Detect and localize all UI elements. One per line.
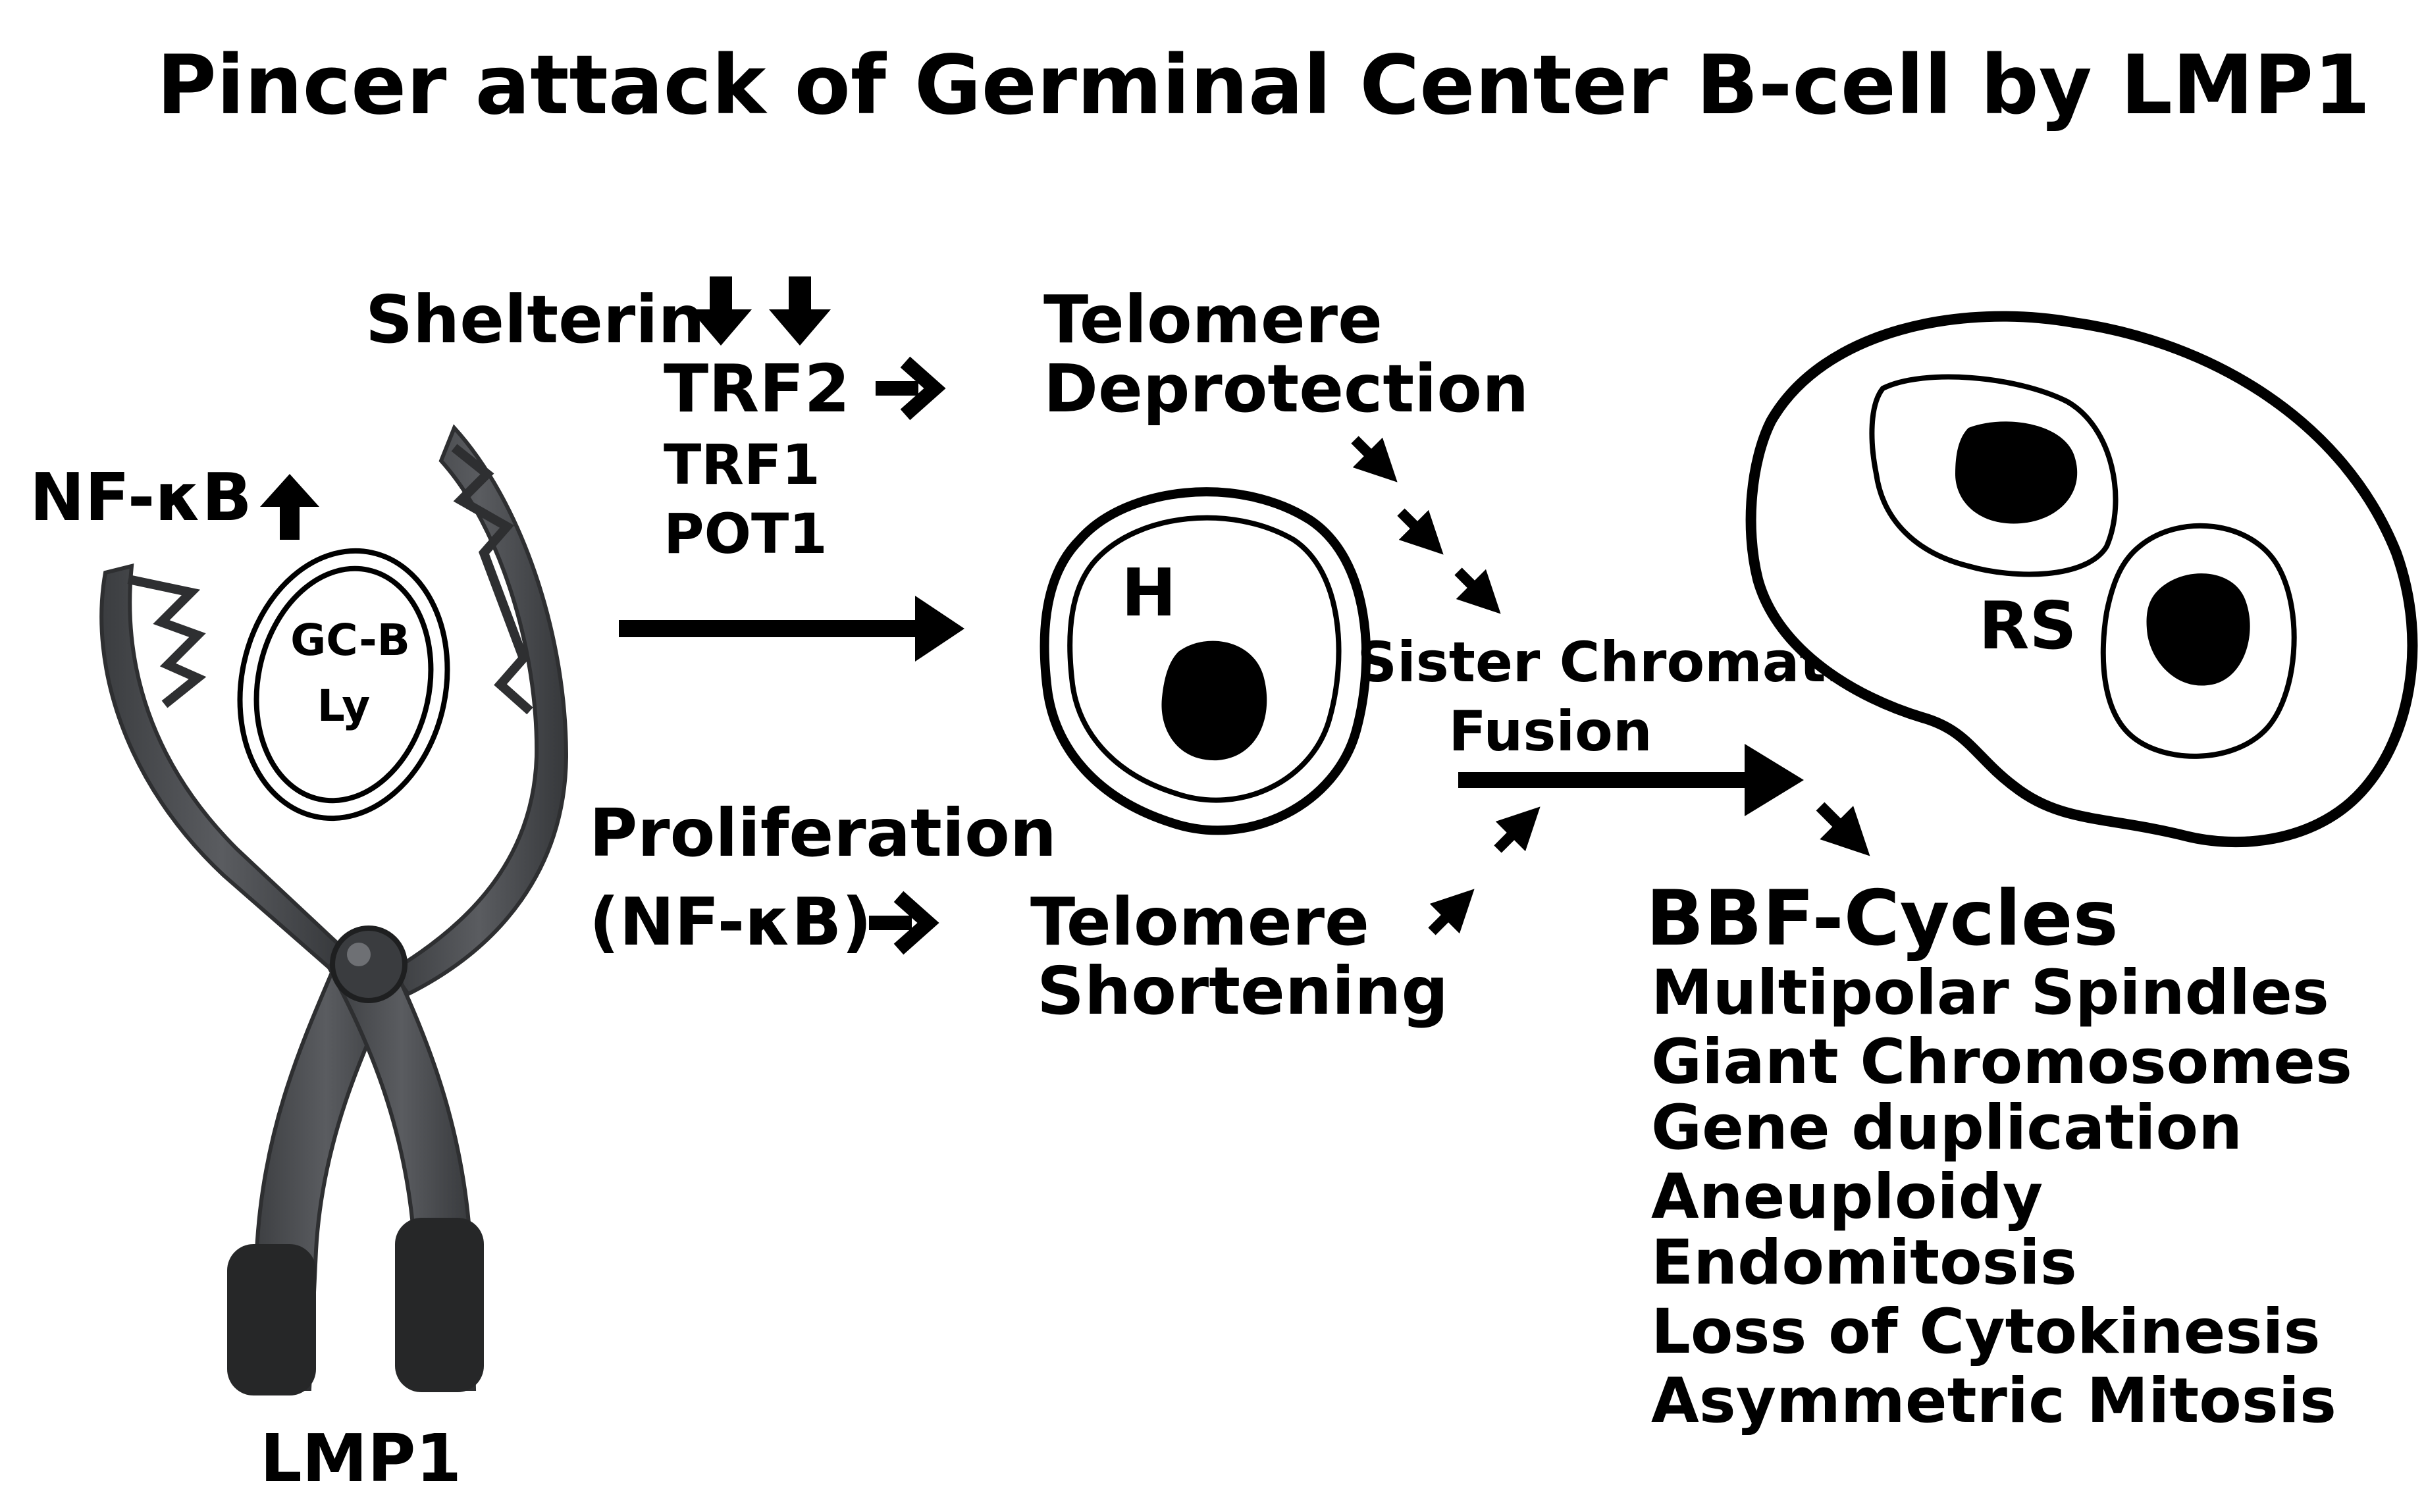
gc-b-label: GC-B — [290, 615, 410, 665]
rs-lower-nucleus — [2146, 573, 2250, 686]
trf1-label: TRF1 — [664, 432, 820, 497]
diagonal-arrows-down-icon — [1351, 436, 1501, 614]
rs-cell — [1745, 311, 2418, 848]
bbf-cycles-heading: BBF-Cycles — [1646, 874, 2119, 963]
h-cell-label: H — [1121, 554, 1176, 631]
pliers-left-grip — [227, 1244, 316, 1395]
trf2-arrow-icon — [876, 356, 946, 421]
pliers-left-jaw — [99, 563, 345, 971]
telomere-deprotection-line2: Deprotection — [1043, 350, 1529, 427]
rs-upper-nucleus — [1955, 421, 2078, 524]
outcome-item: Giant Chromosomes — [1651, 1026, 2352, 1098]
main-arrow-icon — [619, 596, 964, 662]
lmp1-label: LMP1 — [260, 1420, 461, 1497]
pliers-illustration — [99, 424, 569, 1395]
rs-cell-label: RS — [1978, 587, 2076, 664]
pliers-right-grip — [395, 1218, 484, 1392]
fusion-label: Fusion — [1448, 699, 1652, 764]
outcome-item: Multipolar Spindles — [1651, 957, 2329, 1029]
outcome-item: Asymmetric Mitosis — [1651, 1365, 2336, 1437]
diagonal-arrows-up-icon — [1428, 806, 1541, 935]
h-cell — [1040, 487, 1371, 835]
proliferation-label: Proliferation — [589, 795, 1057, 872]
nfkb-up-arrow-icon — [260, 474, 319, 540]
telomere-shortening-line2: Shortening — [1037, 952, 1448, 1030]
outcome-item: Endomitosis — [1651, 1227, 2077, 1299]
shelterin-label: Shelterin — [365, 281, 705, 358]
trf2-label: TRF2 — [664, 350, 850, 427]
outcome-item: Loss of Cytokinesis — [1651, 1296, 2321, 1368]
page-title: Pincer attack of Germinal Center B-cell … — [157, 38, 2370, 133]
pliers-left-jaw-teeth — [127, 575, 207, 708]
bbf-arrow-icon — [1816, 802, 1870, 856]
pliers-pivot-bolt — [330, 925, 408, 1003]
fusion-arrow-icon — [1458, 744, 1804, 816]
nfkb-label: NF-κB — [30, 459, 252, 536]
outcome-item: Gene duplication — [1651, 1092, 2242, 1164]
ly-label: Ly — [317, 681, 371, 731]
telomere-deprotection-line1: Telomere — [1043, 281, 1383, 358]
outcome-item: Aneuploidy — [1651, 1161, 2043, 1233]
pliers-right-jaw-teeth — [451, 444, 533, 715]
pot1-label: POT1 — [664, 502, 828, 566]
proliferation-nfkb-label: (NF-κB) — [589, 883, 872, 960]
shelterin-double-down-arrow-icon — [690, 276, 831, 346]
telomere-shortening-line1: Telomere — [1030, 883, 1369, 960]
h-cell-nucleus — [1161, 640, 1267, 761]
gc-b-cell — [237, 548, 450, 821]
proliferation-arrow-icon — [869, 891, 939, 955]
